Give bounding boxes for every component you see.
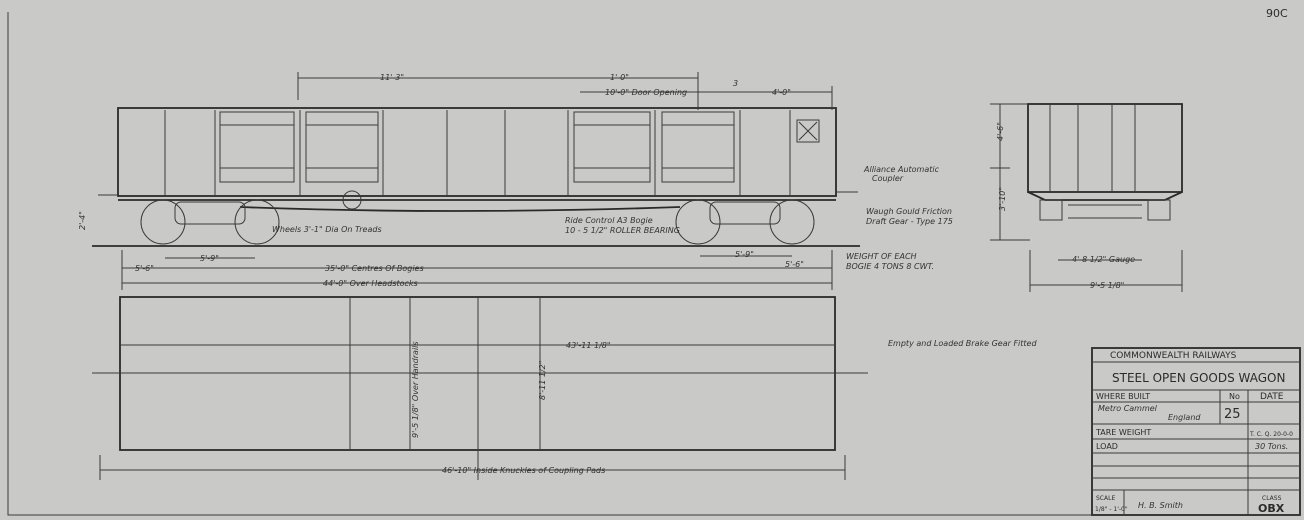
bogie-left: [140, 199, 280, 245]
class-label: CLASS: [1262, 495, 1282, 502]
load-label: LOAD: [1096, 442, 1118, 451]
dim-3: 3: [733, 79, 738, 88]
scale-value: 1/8" - 1'-0": [1095, 506, 1128, 513]
tare-value: T. C. Q. 20-0-0: [1249, 431, 1293, 438]
sheet-frame: [7, 12, 1300, 516]
wheelbase-left: 5'-9": [200, 254, 219, 263]
end-width: 9'-5 1/8": [1090, 281, 1124, 290]
side-elevation: 11'-3" 1'-0" 10'-0" Door Opening 3 4'-0"…: [78, 72, 953, 290]
wheelbase-right: 5'-9": [735, 250, 754, 259]
draft-note-1: Waugh Gould Friction: [866, 207, 952, 216]
draft-note-2: Draft Gear - Type 175: [866, 217, 953, 226]
plan-view: 43'-11 1/8" 8'-11 1/2" 9'-5 1/8" Over Ha…: [92, 296, 1037, 480]
plan-inside-width: 8'-11 1/2": [538, 361, 547, 400]
wheels-note: Wheels 3'-1" Dia On Treads: [272, 225, 382, 234]
overhang-right: 5'-6": [785, 260, 804, 269]
tare-label: TARE WEIGHT: [1095, 428, 1151, 437]
coupler-note-1: Alliance Automatic: [863, 165, 940, 174]
no-label: No: [1229, 392, 1240, 401]
dim-height: 2'-4": [78, 211, 87, 230]
bogie-right: [675, 199, 815, 245]
overhang-left: 5'-6": [135, 264, 154, 273]
bogie-note-1: Ride Control A3 Bogie: [565, 216, 653, 225]
where-built-2: England: [1168, 413, 1201, 422]
class-value: OBX: [1258, 502, 1285, 515]
top-dimension-lines: [297, 72, 833, 110]
door-panels: [219, 111, 735, 183]
no-value: 25: [1224, 407, 1241, 422]
sheet-number: 90C: [1266, 7, 1288, 20]
brake-note: Empty and Loaded Brake Gear Fitted: [888, 339, 1037, 348]
where-built-label: WHERE BUILT: [1096, 392, 1150, 401]
wagon-body: [117, 107, 837, 197]
authority: COMMONWEALTH RAILWAYS: [1110, 351, 1237, 361]
end-elevation: 4'-6" 3'-10" 4'-8 1/2" Gauge 9'-5 1/8": [990, 103, 1183, 292]
scale-label: SCALE: [1096, 495, 1115, 502]
date-label: DATE: [1260, 392, 1284, 402]
body-stanchions: [164, 110, 791, 195]
over-headstocks-dim: 44'-0" Over Headstocks: [323, 279, 418, 288]
load-value: 30 Tons.: [1255, 442, 1288, 451]
dim-11-3: 11'-3": [380, 73, 404, 82]
coupler-note-2: Coupler: [872, 174, 904, 183]
brake-wheel: [342, 190, 362, 210]
weight-note-1: WEIGHT OF EACH: [846, 252, 917, 261]
couplers: [98, 191, 858, 196]
dim-1-0: 1'-0": [610, 73, 629, 82]
dim-4-0: 4'-0": [772, 88, 791, 97]
where-built-1: Metro Cammel: [1098, 404, 1158, 413]
weight-note-2: BOGIE 4 TONS 8 CWT.: [846, 262, 934, 271]
plan-over-handrails: 9'-5 1/8" Over Handrails: [411, 341, 420, 438]
end-height-lower: 3'-10": [998, 187, 1007, 211]
drawing-title: STEEL OPEN GOODS WAGON: [1112, 371, 1285, 385]
bottom-dimension-lines: [121, 250, 833, 290]
dim-door-opening: 10'-0" Door Opening: [605, 88, 687, 97]
end-height-upper: 4'-6": [996, 122, 1005, 141]
bogie-note-2: 10 - 5 1/2" ROLLER BEARING: [565, 226, 680, 235]
plan-over-knuckles: 46'-10" Inside Knuckles of Coupling Pads: [442, 466, 605, 475]
plan-inside-length: 43'-11 1/8": [566, 341, 611, 350]
signature: H. B. Smith: [1138, 501, 1183, 510]
end-gauge: 4'-8 1/2" Gauge: [1072, 255, 1135, 264]
bogie-centres-dim: 35'-0" Centres Of Bogies: [325, 264, 424, 273]
placard-x-icon: [796, 119, 820, 143]
title-block: COMMONWEALTH RAILWAYS STEEL OPEN GOODS W…: [1091, 347, 1301, 516]
underframe: [118, 199, 836, 212]
